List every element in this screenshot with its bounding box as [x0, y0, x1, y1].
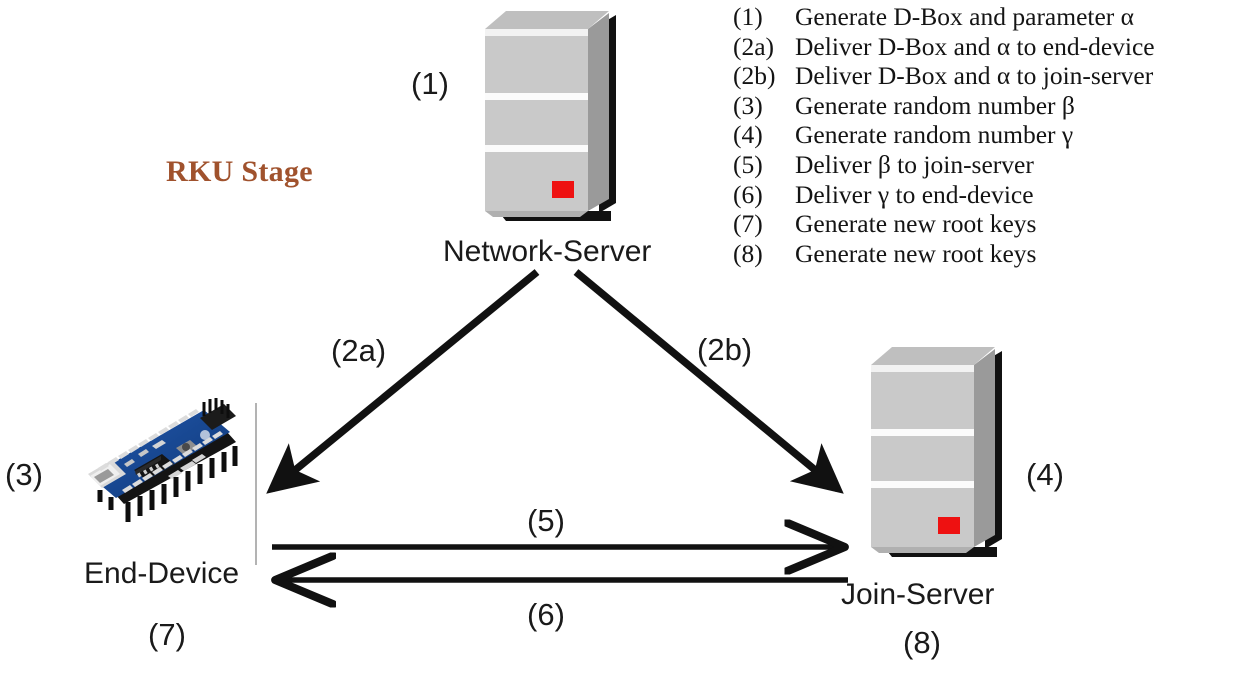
step-label-4: (4) — [1026, 457, 1064, 492]
legend-item-number: (4) — [733, 120, 763, 150]
legend-item: (4) Generate random number γ — [733, 120, 1248, 150]
legend-item: (8) Generate new root keys — [733, 239, 1248, 269]
step-label-1: (1) — [411, 66, 449, 101]
end-device-label: End-Device — [84, 557, 240, 590]
network-server-label: Network-Server — [443, 235, 652, 268]
legend-item-text: Deliver D-Box and α to join-server — [795, 61, 1154, 91]
legend-list: (1) Generate D-Box and parameter α (2a) … — [733, 2, 1248, 268]
legend-item: (5) Deliver β to join-server — [733, 150, 1248, 180]
stage-title: RKU Stage — [166, 155, 313, 188]
legend-item-number: (1) — [733, 2, 763, 31]
join-server-icon — [862, 339, 1014, 557]
edge-label-2b: (2b) — [697, 332, 753, 367]
step-label-8: (8) — [903, 625, 941, 660]
join-server-label: Join-Server — [841, 578, 995, 611]
legend-item: (2a) Deliver D-Box and α to end-device — [733, 32, 1248, 62]
legend-item-number: (3) — [733, 90, 763, 120]
arrow-2a — [266, 269, 540, 494]
edge-label-6: (6) — [527, 597, 565, 632]
legend-item: (6) Deliver γ to end-device — [733, 180, 1248, 210]
edge-label-5: (5) — [527, 503, 565, 538]
network-server-icon — [476, 3, 628, 221]
legend-item-text: Generate new root keys — [795, 209, 1037, 239]
end-device-icon — [78, 398, 250, 530]
legend-item-text: Deliver β to join-server — [795, 149, 1034, 179]
edge-label-2a: (2a) — [331, 333, 387, 368]
legend-item-text: Generate new root keys — [795, 238, 1037, 268]
legend-item: (1) Generate D-Box and parameter α — [733, 2, 1248, 32]
legend-item: (3) Generate random number β — [733, 91, 1248, 121]
legend-item-text: Generate D-Box and parameter α — [795, 2, 1135, 31]
legend-item: (7) Generate new root keys — [733, 209, 1248, 239]
step-label-7: (7) — [148, 617, 186, 652]
step-label-3: (3) — [5, 457, 43, 492]
arrow-2b — [573, 269, 844, 494]
legend-item-text: Deliver γ to end-device — [795, 179, 1034, 209]
legend-item-text: Generate random number γ — [795, 120, 1074, 150]
legend-item-number: (2a) — [733, 31, 775, 61]
end-device-divider — [255, 403, 257, 565]
legend-item-number: (8) — [733, 238, 763, 268]
legend-item-number: (7) — [733, 209, 763, 239]
legend-item-number: (5) — [733, 149, 763, 179]
legend-item-text: Deliver D-Box and α to end-device — [795, 31, 1155, 61]
legend-item-number: (6) — [733, 179, 763, 209]
legend-item: (2b) Deliver D-Box and α to join-server — [733, 61, 1248, 91]
legend-item-text: Generate random number β — [795, 90, 1075, 120]
legend-item-number: (2b) — [733, 61, 776, 91]
